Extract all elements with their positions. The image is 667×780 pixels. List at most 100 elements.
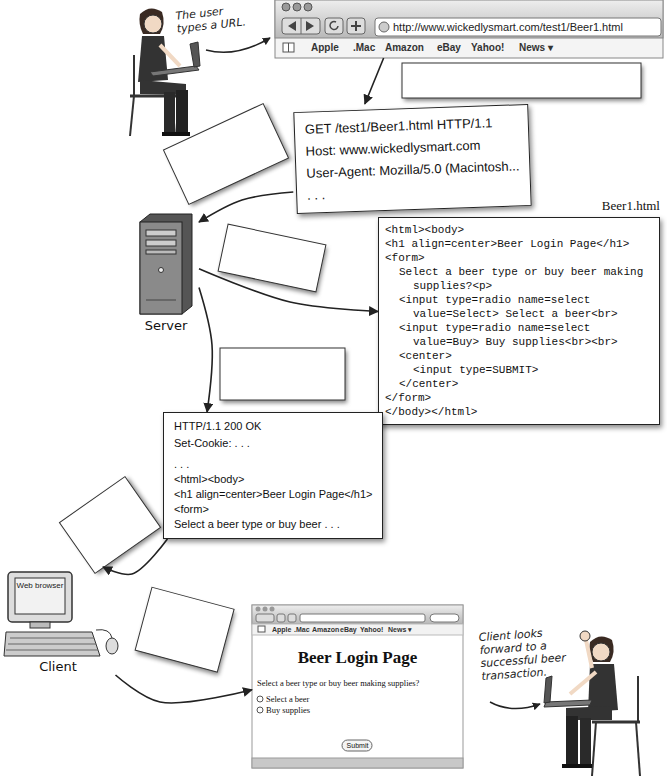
user-figure [139, 8, 163, 34]
browser-chrome [275, 0, 663, 38]
browser-chrome [252, 624, 463, 635]
code-line: Select a beer type or buy beer making su… [385, 265, 653, 293]
client-figure [586, 640, 592, 668]
client-figure [636, 722, 640, 776]
handwritten-note: Client looks forward to a successful bee… [478, 625, 569, 683]
browser-chrome [257, 707, 263, 713]
client-figure [592, 643, 610, 661]
server-tower [140, 222, 182, 314]
client-figure [544, 700, 592, 707]
user-figure [164, 92, 175, 132]
page-text: Beer Login Page [252, 648, 463, 668]
code-line: <input type=radio name=select value=Sele… [385, 293, 653, 321]
client-figure [580, 718, 591, 764]
browser-chrome [277, 614, 285, 622]
blank-box [402, 63, 643, 101]
flow-arrow [103, 539, 167, 574]
server-tower [146, 240, 176, 246]
code-line: <h1 align=center>Beer Login Page</h1> [385, 237, 653, 251]
client-computer [15, 578, 65, 614]
server-tower [140, 214, 192, 314]
client-figure [592, 722, 596, 776]
browser-chrome [430, 614, 459, 622]
browser-chrome [293, 3, 301, 11]
server-tower [140, 214, 192, 314]
page-text: Buy supplies [266, 705, 310, 715]
page-text: .Mac [294, 625, 310, 634]
client-figure [637, 676, 639, 722]
browser-chrome [275, 0, 663, 58]
browser-chrome [300, 614, 425, 622]
client-figure [592, 721, 640, 724]
browser-chrome [288, 614, 296, 622]
client-computer [106, 638, 118, 654]
client-text: Web browser [15, 581, 65, 590]
flow-arrow [116, 675, 253, 703]
server-tower [146, 300, 176, 301]
user-figure [176, 90, 188, 132]
page-text: Yahoo! [360, 625, 383, 634]
server-label: Server [133, 318, 199, 333]
browser-chrome [379, 22, 389, 32]
browser-chrome [325, 18, 343, 34]
browser-text: Amazon [385, 42, 424, 54]
client-figure [566, 716, 578, 764]
code-line: <form> [385, 251, 653, 265]
page-text: Submit [252, 741, 463, 751]
browser-chrome [252, 758, 463, 768]
page-text: Apple [272, 625, 291, 634]
user-figure [150, 66, 199, 76]
client-text: Client [33, 659, 83, 674]
rendered-page: Apple.MacAmazoneBayYahoo! News ▾ Beer Logi… [252, 605, 463, 768]
browser-text: News ▾ [519, 42, 553, 54]
file-name: Beer1.html [378, 198, 660, 214]
flow-arrow [365, 58, 384, 104]
page-text: Select a beer type or buy beer making su… [257, 678, 419, 688]
browser-text: Apple [311, 42, 339, 54]
http-response-box: HTTP/1.1 200 OKSet-Cookie: . . .. . .<ht… [163, 412, 383, 539]
client-computer [30, 622, 50, 628]
client-node: Web browserClient [3, 567, 128, 675]
browser-chrome [351, 21, 361, 31]
client-computer [6, 638, 98, 650]
blank-box [59, 477, 160, 574]
browser-chrome [304, 3, 312, 11]
handwritten-note: The user types a URL. [175, 2, 247, 35]
response-line: Set-Cookie: . . . [174, 436, 372, 451]
flow-arrow [199, 288, 212, 412]
file-frame: <html><body><h1 align=center>Beer Login … [378, 217, 660, 425]
blank-box [218, 224, 326, 292]
html-file: Beer1.html <html><body><h1 align=center>B… [378, 198, 660, 425]
code-line: <center> [385, 349, 653, 363]
browser-chrome [288, 21, 314, 31]
server-tower [146, 250, 176, 254]
flow-arrow [199, 269, 378, 312]
page-text: Amazon [312, 625, 339, 634]
page-text: eBay [340, 625, 357, 634]
browser-chrome [275, 0, 663, 58]
browser-chrome [270, 607, 275, 612]
client-computer [8, 572, 72, 622]
browser-chrome [375, 18, 661, 36]
user-figure [130, 96, 134, 136]
blank-box [220, 348, 347, 403]
browser-chrome [256, 607, 261, 612]
browser-text: http://www.wickedlysmart.com/test1/Beer1… [393, 20, 623, 34]
page-text: News ▾ [388, 625, 412, 634]
client-figure [562, 764, 592, 768]
client-computer [4, 572, 118, 656]
note-arrow [206, 38, 270, 52]
client-figure [580, 631, 590, 641]
blank-box [135, 587, 234, 672]
user-figure [190, 42, 200, 67]
flow-arrow [199, 192, 293, 222]
code-line: <html><body> [385, 223, 653, 237]
response-line: <h1 align=center>Beer Login Page</h1> [174, 487, 372, 502]
http-request-box: GET /test1/Beer1.html HTTP/1.1Host: www.… [293, 104, 532, 214]
response-line: <html><body> [174, 472, 372, 487]
client-figure [570, 672, 596, 694]
user-figure [133, 55, 135, 96]
code-line: </center> [385, 377, 653, 391]
browser-chrome [256, 614, 274, 622]
code-line: <input type=radio name=select value=Buy>… [385, 321, 653, 349]
